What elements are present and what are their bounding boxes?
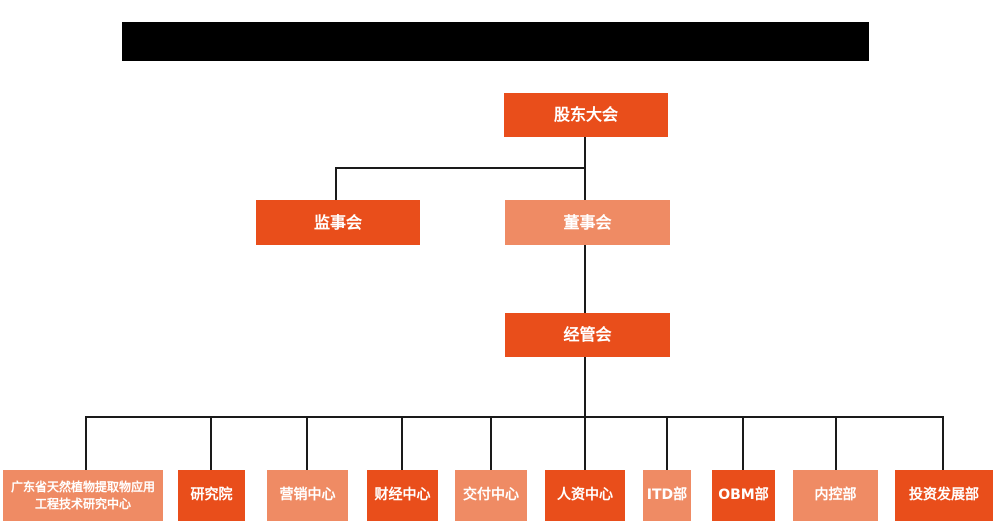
connector-line [666, 416, 668, 470]
connector-line [835, 416, 837, 470]
connector-line [584, 357, 586, 417]
org-node-board-of-directors: 董事会 [505, 200, 670, 245]
org-node-label: 内控部 [814, 487, 857, 504]
org-node-label: 人资中心 [557, 487, 613, 504]
connector-line [85, 416, 944, 418]
org-node-department-research-center: 广东省天然植物提取物应用工程技术研究中心 [3, 470, 163, 521]
org-node-supervisory-board: 监事会 [256, 200, 420, 245]
org-node-department-marketing-center: 营销中心 [267, 470, 348, 521]
org-node-label: 交付中心 [463, 487, 519, 504]
connector-line [490, 416, 492, 470]
org-node-label: 财经中心 [374, 487, 431, 504]
org-node-label: 投资发展部 [909, 487, 979, 504]
org-node-label: 经管会 [563, 325, 612, 345]
org-node-department-finance-center: 财经中心 [367, 470, 438, 521]
org-node-management-committee: 经管会 [505, 313, 670, 357]
org-node-label: 广东省天然植物提取物应用工程技术研究中心 [10, 480, 155, 511]
connector-line [584, 416, 586, 470]
org-node-label: 营销中心 [279, 487, 336, 504]
connector-line [742, 416, 744, 470]
connector-line [401, 416, 403, 470]
org-node-shareholders-meeting: 股东大会 [504, 93, 668, 137]
org-node-label: 研究院 [190, 487, 233, 504]
redacted-title-bar [122, 22, 869, 61]
org-node-label: ITD部 [646, 487, 688, 504]
org-node-department-investment-development: 投资发展部 [895, 470, 993, 521]
connector-line [335, 167, 337, 200]
org-node-department-obm: OBM部 [712, 470, 775, 521]
connector-line [335, 167, 586, 169]
org-node-label: 董事会 [563, 212, 612, 232]
connector-line [210, 416, 212, 470]
org-node-department-research-institute: 研究院 [178, 470, 245, 521]
org-node-label: OBM部 [718, 487, 769, 504]
connector-line [942, 416, 944, 470]
connector-line [584, 245, 586, 313]
org-node-department-itd: ITD部 [643, 470, 691, 521]
org-node-label: 监事会 [313, 212, 362, 232]
connector-line [85, 416, 87, 470]
org-node-label: 股东大会 [553, 105, 618, 125]
org-node-department-hr-center: 人资中心 [545, 470, 625, 521]
org-node-department-delivery-center: 交付中心 [455, 470, 527, 521]
org-node-department-internal-control: 内控部 [793, 470, 878, 521]
connector-line [306, 416, 308, 470]
